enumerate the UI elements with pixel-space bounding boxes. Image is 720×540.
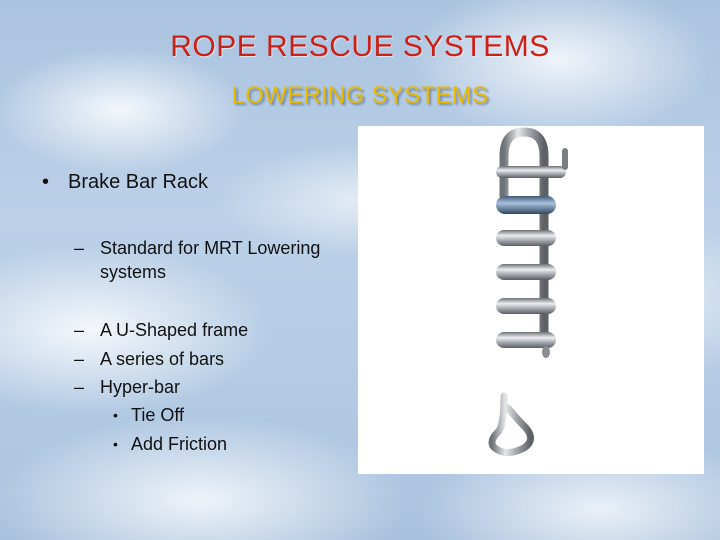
bullet-dot-icon: • [42, 171, 50, 193]
sub-item-text: A series of bars [100, 349, 225, 369]
brake-bar-rack-icon [488, 127, 568, 457]
bullet-text: Brake Bar Rack [68, 171, 209, 193]
dash-icon: – [74, 238, 85, 258]
sub-sub-item-text: Tie Off [131, 405, 185, 425]
bullet-dot-icon: • [113, 436, 118, 452]
dash-icon: – [74, 377, 85, 397]
brake-bar-rack-photo [358, 126, 704, 474]
slide-subtitle: LOWERING SYSTEMS [231, 82, 489, 109]
bullet-dot-icon: • [113, 407, 118, 423]
sub-sub-item-text: Add Friction [131, 434, 228, 454]
slide-title: ROPE RESCUE SYSTEMS [170, 30, 550, 63]
sub-item-text: Hyper-bar [100, 377, 181, 397]
dash-icon: – [74, 349, 85, 369]
dash-icon: – [74, 320, 85, 340]
sub-item-text: Standard for MRT Lowering systems [100, 238, 321, 282]
sub-item-text: A U-Shaped frame [100, 320, 249, 340]
